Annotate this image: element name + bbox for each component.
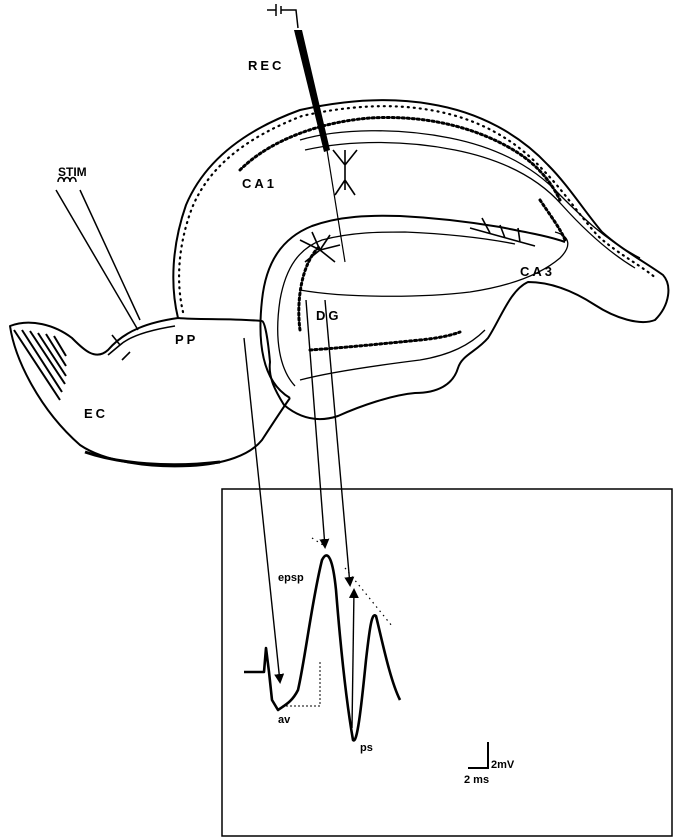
ca1-layer-2 xyxy=(305,143,635,269)
ps-label: ps xyxy=(360,742,373,754)
trace-dotted-epsp xyxy=(312,538,392,626)
ca1-layer xyxy=(300,131,640,258)
epsp-label: epsp xyxy=(278,572,304,584)
ec-base-shading xyxy=(85,452,220,465)
field-potential-trace xyxy=(244,555,400,740)
scale-bar: 2 ms 2mV xyxy=(464,742,515,786)
entorhinal-cortex-outline xyxy=(10,318,290,466)
ca3-label: CA3 xyxy=(520,264,555,279)
projection-arrows xyxy=(244,300,354,728)
av-baseline xyxy=(282,660,320,706)
av-label: av xyxy=(278,714,291,726)
scale-bar-voltage: 2mV xyxy=(491,759,515,771)
ca1-label: CA1 xyxy=(242,176,277,191)
dg-label: DG xyxy=(316,308,342,323)
ca3-pyramidal-cells xyxy=(540,200,565,240)
recording-inset-box xyxy=(222,489,672,836)
stimulating-electrode xyxy=(56,178,140,331)
dg-granule-cells-lower xyxy=(310,332,460,350)
stim-label: STIM xyxy=(58,165,87,179)
ec-label: EC xyxy=(84,406,108,421)
pp-label: PP xyxy=(175,332,198,347)
rec-label: REC xyxy=(248,58,284,73)
dendrites xyxy=(108,150,535,360)
scale-bar-time: 2 ms xyxy=(464,774,489,786)
